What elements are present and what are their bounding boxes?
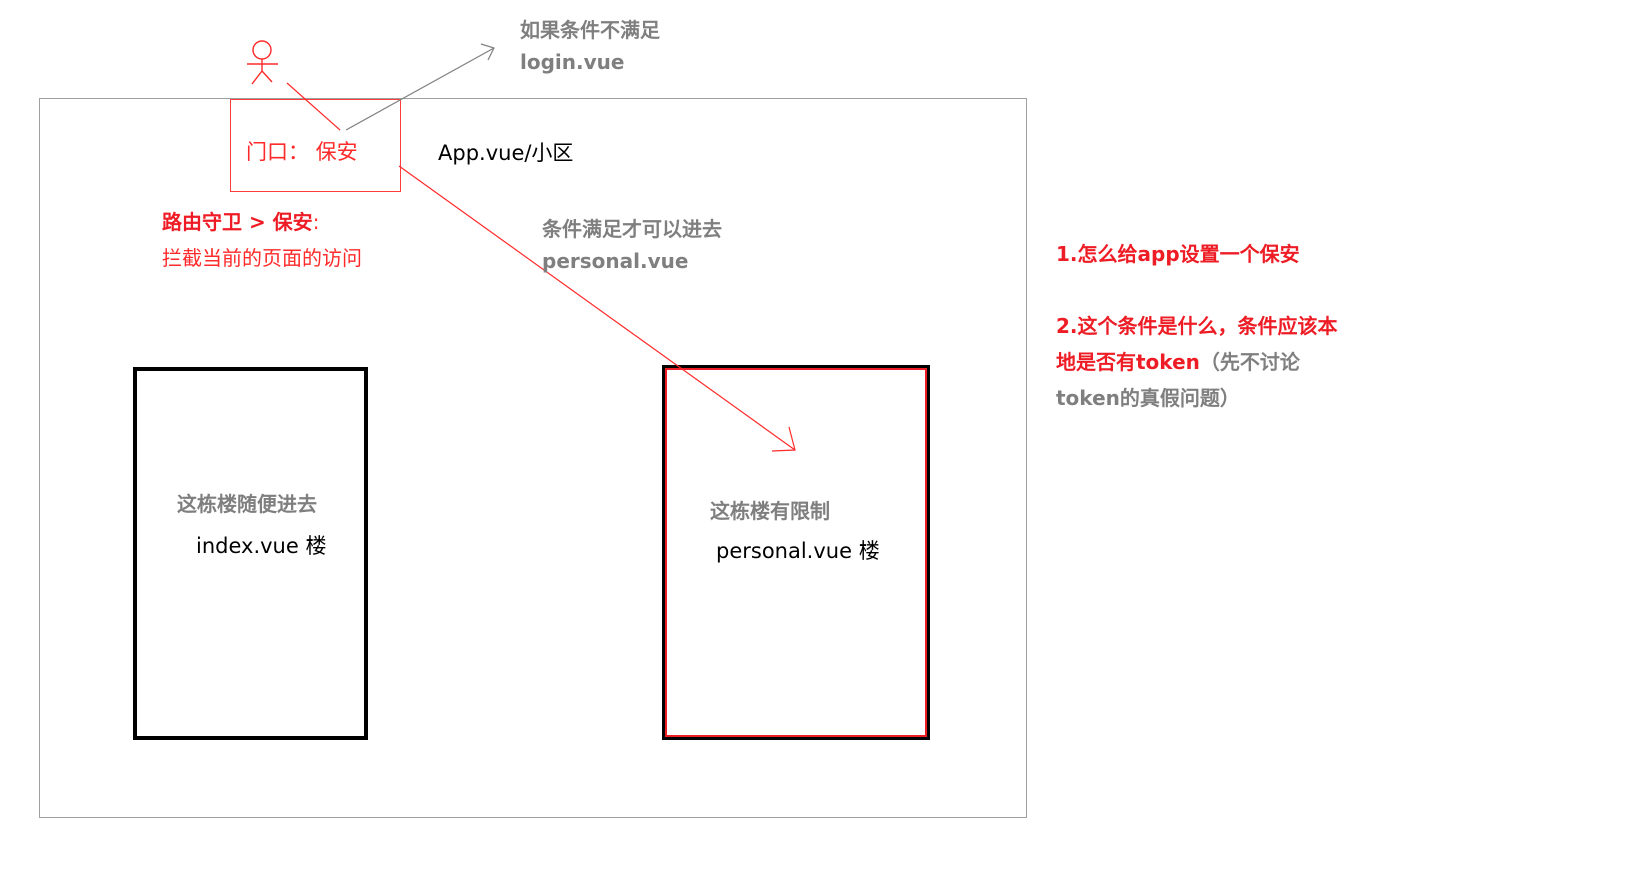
question-2-aside-text: （先不讨论 (1199, 350, 1300, 374)
community-label: App.vue/小区 (438, 141, 574, 165)
personal-building-label: personal.vue 楼 (716, 539, 880, 563)
question-2-line1: 2.这个条件是什么，条件应该本 (1056, 314, 1338, 338)
gate-label: 门口： 保安 (246, 140, 358, 164)
top-note-line2: login.vue (520, 50, 625, 74)
route-guard-title: 路由守卫 > 保安: (162, 206, 319, 235)
security-guard-figure-icon (247, 40, 278, 85)
question-1: 1.怎么给app设置一个保安 (1056, 242, 1300, 266)
condition-note-line2: personal.vue (542, 249, 689, 273)
condition-note-line1: 条件满足才可以进去 (542, 217, 722, 241)
top-note-line1: 如果条件不满足 (520, 18, 660, 42)
app-vue-community-frame (39, 98, 1027, 818)
route-guard-desc: 拦截当前的页面的访问 (162, 246, 362, 270)
question-2-line2: 地是否有token（先不讨论 (1056, 346, 1300, 375)
index-building-label: index.vue 楼 (196, 534, 327, 558)
route-guard-title-colon: : (312, 210, 320, 234)
personal-building-note: 这栋楼有限制 (710, 499, 830, 523)
route-guard-title-main: 路由守卫 > 保安 (162, 210, 313, 234)
question-2-line3: token的真假问题） (1056, 386, 1240, 410)
personal-vue-building (662, 365, 930, 740)
question-2-token-text: 地是否有token (1056, 350, 1200, 374)
index-building-note: 这栋楼随便进去 (177, 492, 317, 516)
index-vue-building (133, 367, 368, 740)
